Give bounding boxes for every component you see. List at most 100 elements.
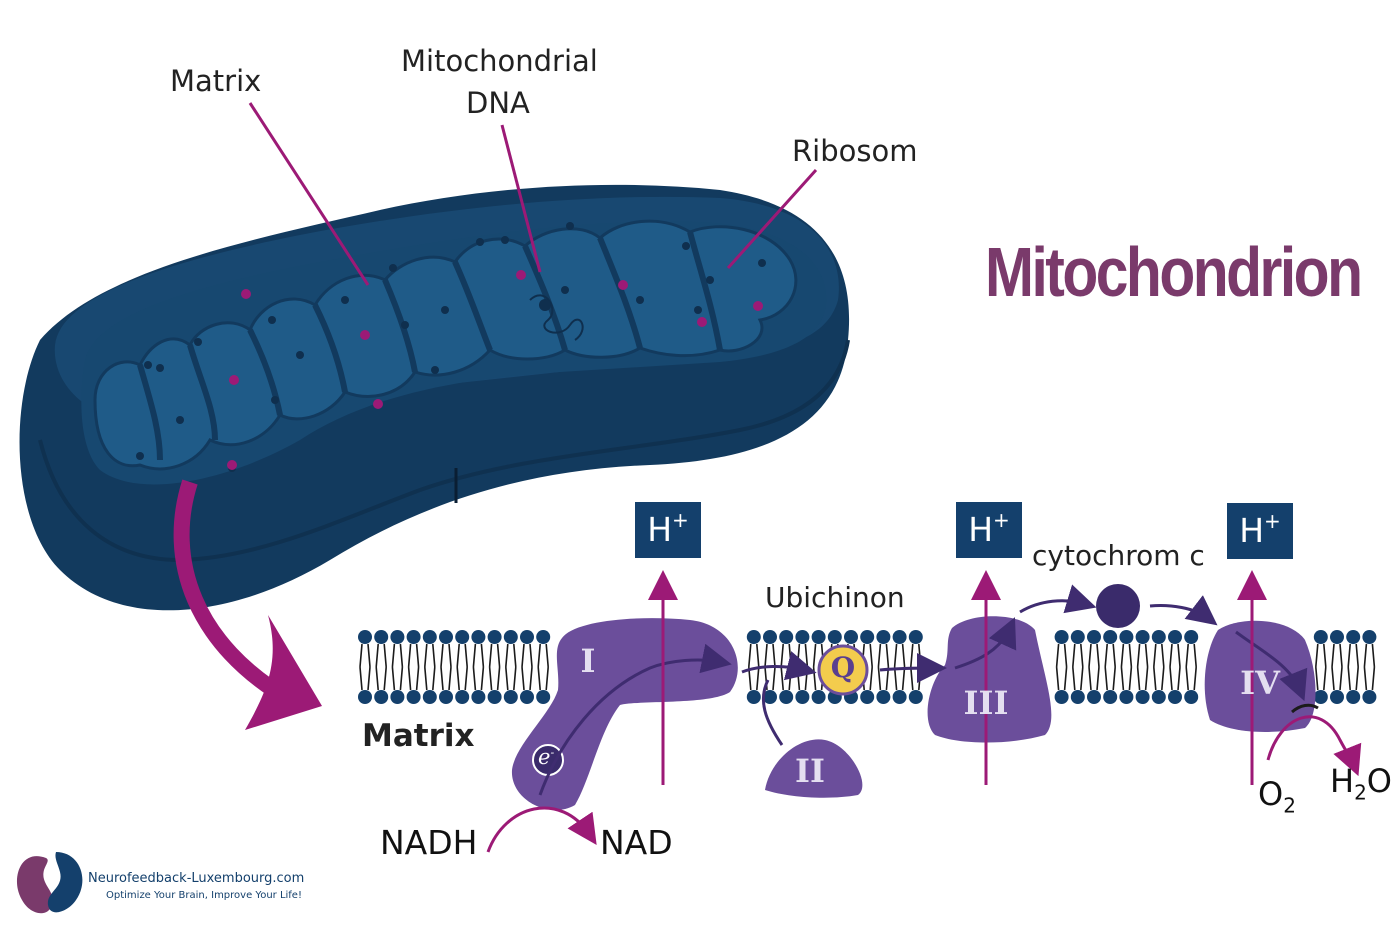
lipid-head: [811, 690, 826, 704]
lipid-tail: [521, 666, 533, 691]
o2-label: O2: [1258, 775, 1296, 817]
lipid-head: [487, 690, 502, 704]
proton-symbol: H: [1239, 511, 1265, 550]
lipid-head: [1184, 690, 1199, 704]
lipid-tail: [440, 666, 452, 691]
electron-symbol: e: [538, 745, 551, 769]
ribosomes: [227, 270, 763, 470]
lipid-tail: [910, 643, 922, 668]
lipid-tail: [1088, 666, 1100, 691]
lipid-tail: [407, 643, 420, 668]
lipid-tail: [1104, 666, 1116, 691]
lipid-tail: [1136, 666, 1149, 691]
lipid-head: [811, 630, 826, 644]
o2-to-h2o-arrow: [1266, 715, 1362, 777]
logo-tagline: Optimize Your Brain, Improve Your Life!: [106, 890, 302, 901]
lipid-tail: [1169, 666, 1181, 691]
lipid-head: [860, 690, 875, 704]
lipid-head: [1330, 630, 1344, 644]
lipid-head: [746, 630, 761, 644]
lipid-tail: [877, 666, 890, 691]
proton-symbol: H: [647, 510, 673, 549]
lipid-head: [374, 690, 389, 704]
lipid-tail: [1153, 666, 1165, 691]
lipid-tail: [472, 666, 485, 691]
lipid-head: [795, 690, 810, 704]
lipid-tail: [748, 643, 760, 668]
complex-iv-label: IV: [1240, 664, 1280, 702]
lipid-tail: [1315, 666, 1327, 691]
lipid-head: [536, 690, 551, 704]
lipid-head: [892, 630, 907, 644]
cytochrome-c: [1096, 584, 1140, 628]
matrix-granules: [136, 222, 766, 472]
lipid-tail: [375, 666, 387, 691]
ubiquinone-q-label: Q: [830, 651, 856, 684]
electron-charge: -: [550, 746, 555, 759]
lipid-tail: [780, 643, 792, 668]
lipid-head: [503, 630, 518, 644]
lipid-tail: [505, 643, 517, 668]
lipid-tail: [1153, 643, 1165, 668]
lipid-tail: [359, 643, 371, 668]
lipid-head: [1103, 630, 1118, 644]
lipid-head: [1168, 690, 1182, 704]
lipid-tail: [521, 643, 533, 668]
lipid-tail: [1185, 643, 1197, 668]
lipid-head: [1119, 690, 1134, 704]
lipid-tail: [1347, 643, 1359, 668]
o2-symbol: O: [1258, 775, 1284, 813]
complex-ii-label: II: [795, 752, 825, 790]
lipid-head: [358, 630, 372, 644]
logo-mark: [16, 852, 83, 914]
h2o-label: H2O: [1330, 762, 1392, 804]
ubiquinone-q: [817, 644, 869, 696]
lipid-tail: [391, 643, 404, 668]
lipid-head: [1346, 690, 1361, 704]
lipid-head: [1330, 690, 1344, 704]
lipid-head: [746, 690, 761, 704]
electron-label: e-: [538, 745, 554, 769]
lipid-head: [471, 630, 486, 644]
lipid-tail: [877, 643, 890, 668]
lipid-tail: [456, 666, 468, 691]
cytochrom-label: cytochrom c: [1032, 539, 1205, 572]
lipid-tail: [375, 643, 387, 668]
lipid-head: [520, 690, 534, 704]
lipid-head: [763, 630, 777, 644]
lipid-tail: [537, 666, 549, 691]
lipid-head: [422, 630, 437, 644]
lipid-head: [374, 630, 389, 644]
lipid-tail: [1347, 666, 1359, 691]
lipid-tail: [1055, 643, 1068, 668]
lipid-tail: [1185, 666, 1197, 691]
ubichinon-label: Ubichinon: [765, 581, 905, 614]
lipid-head: [1135, 690, 1150, 704]
lipid-head: [439, 690, 453, 704]
matrix-top-label: Matrix: [170, 64, 262, 98]
mtdna-label-line1: Mitochondrial: [401, 44, 598, 78]
complex-iii-shape: [927, 616, 1052, 743]
lipid-tail: [1120, 666, 1133, 691]
mtdna-pointer-line: [500, 124, 542, 273]
lipid-tail: [796, 643, 809, 668]
lipid-tail: [1088, 643, 1100, 668]
lipid-tail: [1104, 643, 1116, 668]
lipid-tail: [1363, 666, 1376, 691]
lipid-head: [358, 690, 372, 704]
mtdna-label-line2: DNA: [466, 86, 530, 120]
lipid-head: [1087, 630, 1101, 644]
lipid-tail: [537, 643, 549, 668]
lipid-head: [860, 630, 875, 644]
lipid-head: [1362, 690, 1377, 704]
proton-charge: +: [1264, 509, 1281, 533]
complex-i-shape: [511, 618, 738, 811]
lipid-head: [1119, 630, 1134, 644]
proton-charge: +: [993, 508, 1010, 532]
mitochondrial-dna-strand: [529, 294, 584, 341]
lipid-head: [779, 690, 794, 704]
lipid-head: [455, 630, 470, 644]
lipid-head: [827, 630, 842, 644]
